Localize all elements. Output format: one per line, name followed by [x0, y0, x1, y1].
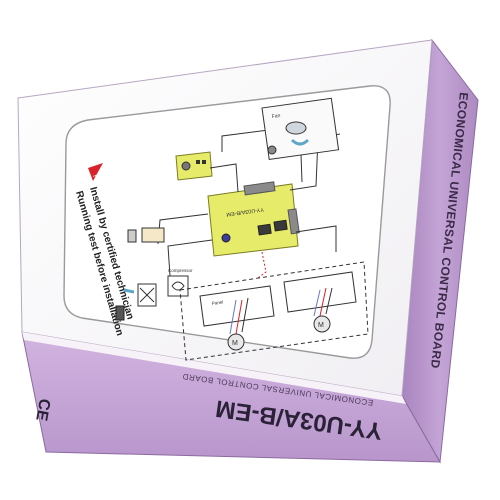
motor-wire-left-b [235, 299, 243, 335]
board-label: YY-U03A/B-EM [226, 206, 265, 217]
motor-panel-left [199, 285, 275, 327]
receiver-led-1 [196, 160, 200, 164]
board-connector-right [287, 208, 300, 235]
wiring-diagram: YY-U03A/B-EM Fan Compressor [115, 97, 369, 361]
wire-to-motors [257, 251, 267, 279]
receiver-board [175, 151, 213, 181]
swing-motor-left-mark: M [232, 340, 238, 347]
front-white-band [22, 332, 406, 404]
warning-icon-mark: ! [91, 173, 100, 178]
fan-airflow-arrow [290, 138, 310, 146]
swing-motor-right-mark: M [318, 322, 324, 329]
board-relay-2 [273, 219, 288, 232]
wire-left-down [167, 239, 213, 277]
wire-receiver-board [209, 163, 239, 193]
compressor-symbol [171, 281, 185, 291]
motor-wire-left-c [241, 297, 249, 333]
receiver-eye [181, 161, 191, 171]
motor-wire-left-a [229, 299, 237, 335]
board-connector-top [243, 181, 276, 196]
fan-capacitor [267, 145, 277, 155]
motor-wire-right-c [325, 287, 333, 315]
fan-motor-top [285, 121, 307, 135]
swing-motor-right [313, 315, 331, 333]
control-board [207, 183, 299, 257]
capacitor-left [127, 229, 137, 243]
compressor-box [167, 275, 189, 297]
motors-enclosure [179, 261, 369, 361]
motor-wire-right-b [319, 287, 327, 317]
swing-motor-left [227, 333, 245, 351]
fan-blade-b [139, 287, 155, 303]
receiver-led-2 [202, 160, 206, 164]
board-relay-1 [257, 223, 272, 236]
airflow-arrow-left [123, 288, 135, 294]
wire-right-down [295, 225, 337, 252]
board-capacitor [221, 233, 231, 243]
valve-coil [115, 305, 125, 321]
panel-label: Panel [211, 299, 223, 306]
motor-wire-right-a [313, 289, 321, 317]
terminal-block [141, 227, 165, 243]
warning-icon [88, 163, 103, 181]
compressor-label: Compressor [168, 268, 193, 273]
fan-label: Fan [271, 113, 281, 120]
ce-mark: CE [32, 397, 53, 422]
